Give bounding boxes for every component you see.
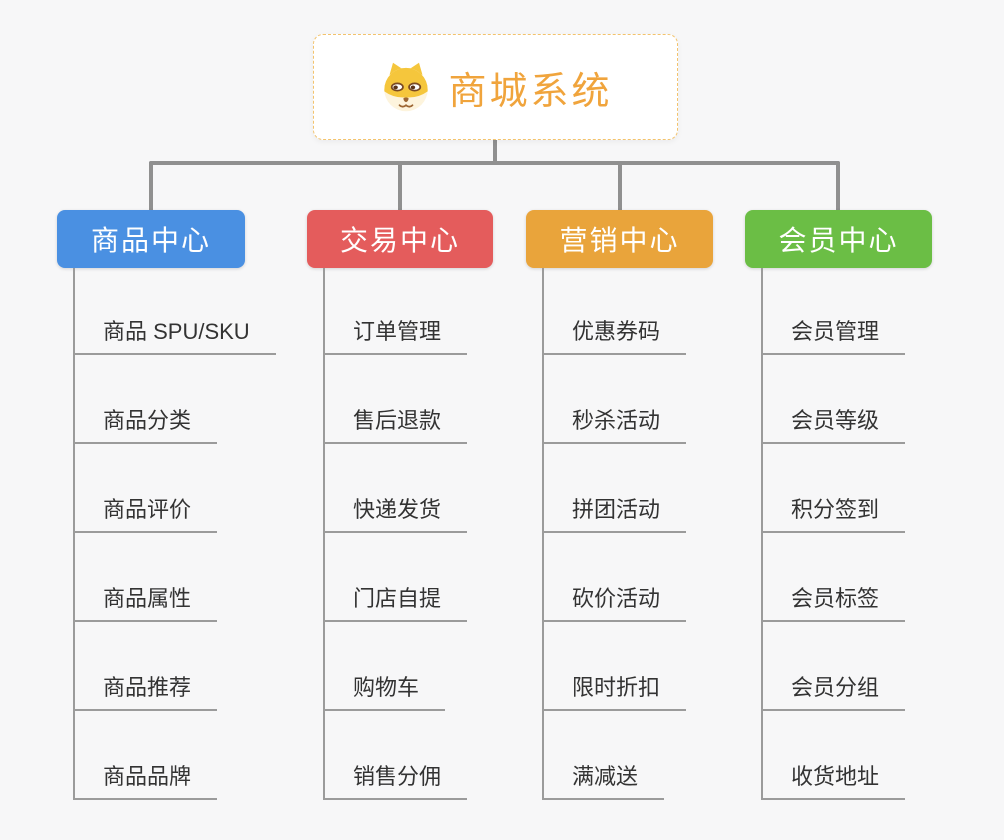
branch-header-trade-center[interactable]: 交易中心 bbox=[307, 210, 493, 268]
branch-header-label: 商品中心 bbox=[90, 225, 211, 256]
root-node[interactable]: 商城系统 bbox=[313, 34, 678, 140]
leaf-node[interactable]: 积分签到 bbox=[761, 491, 906, 533]
leaf-node[interactable]: 商品 SPU/SKU bbox=[73, 313, 276, 355]
leaf-node[interactable]: 拼团活动 bbox=[542, 491, 687, 533]
leaf-node[interactable]: 商品评价 bbox=[73, 491, 218, 533]
leaf-node[interactable]: 会员等级 bbox=[761, 402, 906, 444]
leaf-node[interactable]: 商品属性 bbox=[73, 580, 218, 622]
branch-trunk-line bbox=[542, 268, 544, 800]
connector-bus-line bbox=[149, 161, 840, 165]
leaf-node[interactable]: 会员标签 bbox=[761, 580, 906, 622]
leaf-node[interactable]: 订单管理 bbox=[323, 313, 468, 355]
branch-header-marketing-center[interactable]: 营销中心 bbox=[526, 210, 713, 268]
branch-header-member-center[interactable]: 会员中心 bbox=[745, 210, 932, 268]
connector-drop-product-center bbox=[149, 161, 153, 212]
connector-root-stem bbox=[493, 140, 497, 165]
branch-trunk-line bbox=[323, 268, 325, 800]
leaf-node[interactable]: 门店自提 bbox=[323, 580, 468, 622]
leaf-node[interactable]: 购物车 bbox=[323, 669, 446, 711]
leaf-node[interactable]: 会员管理 bbox=[761, 313, 906, 355]
leaf-node[interactable]: 商品品牌 bbox=[73, 758, 218, 800]
branch-header-product-center[interactable]: 商品中心 bbox=[57, 210, 245, 268]
connector-drop-member-center bbox=[836, 161, 840, 212]
leaf-node[interactable]: 商品分类 bbox=[73, 402, 218, 444]
leaf-node[interactable]: 满减送 bbox=[542, 758, 665, 800]
branch-header-label: 营销中心 bbox=[559, 225, 680, 256]
leaf-node[interactable]: 快递发货 bbox=[323, 491, 468, 533]
branch-header-label: 会员中心 bbox=[778, 225, 899, 256]
connector-drop-trade-center bbox=[398, 161, 402, 212]
branch-trunk-line bbox=[761, 268, 763, 800]
leaf-node[interactable]: 砍价活动 bbox=[542, 580, 687, 622]
root-title: 商城系统 bbox=[448, 70, 613, 113]
branch-header-label: 交易中心 bbox=[339, 225, 460, 256]
leaf-node[interactable]: 售后退款 bbox=[323, 402, 468, 444]
leaf-node[interactable]: 秒杀活动 bbox=[542, 402, 687, 444]
leaf-node[interactable]: 商品推荐 bbox=[73, 669, 218, 711]
leaf-node[interactable]: 收货地址 bbox=[761, 758, 906, 800]
leaf-node[interactable]: 优惠券码 bbox=[542, 313, 687, 355]
leaf-node[interactable]: 限时折扣 bbox=[542, 669, 687, 711]
leaf-node[interactable]: 销售分佣 bbox=[323, 758, 468, 800]
connector-drop-marketing-center bbox=[618, 161, 622, 212]
leaf-node[interactable]: 会员分组 bbox=[761, 669, 906, 711]
branch-trunk-line bbox=[73, 268, 75, 800]
shiba-dog-icon bbox=[384, 62, 429, 112]
